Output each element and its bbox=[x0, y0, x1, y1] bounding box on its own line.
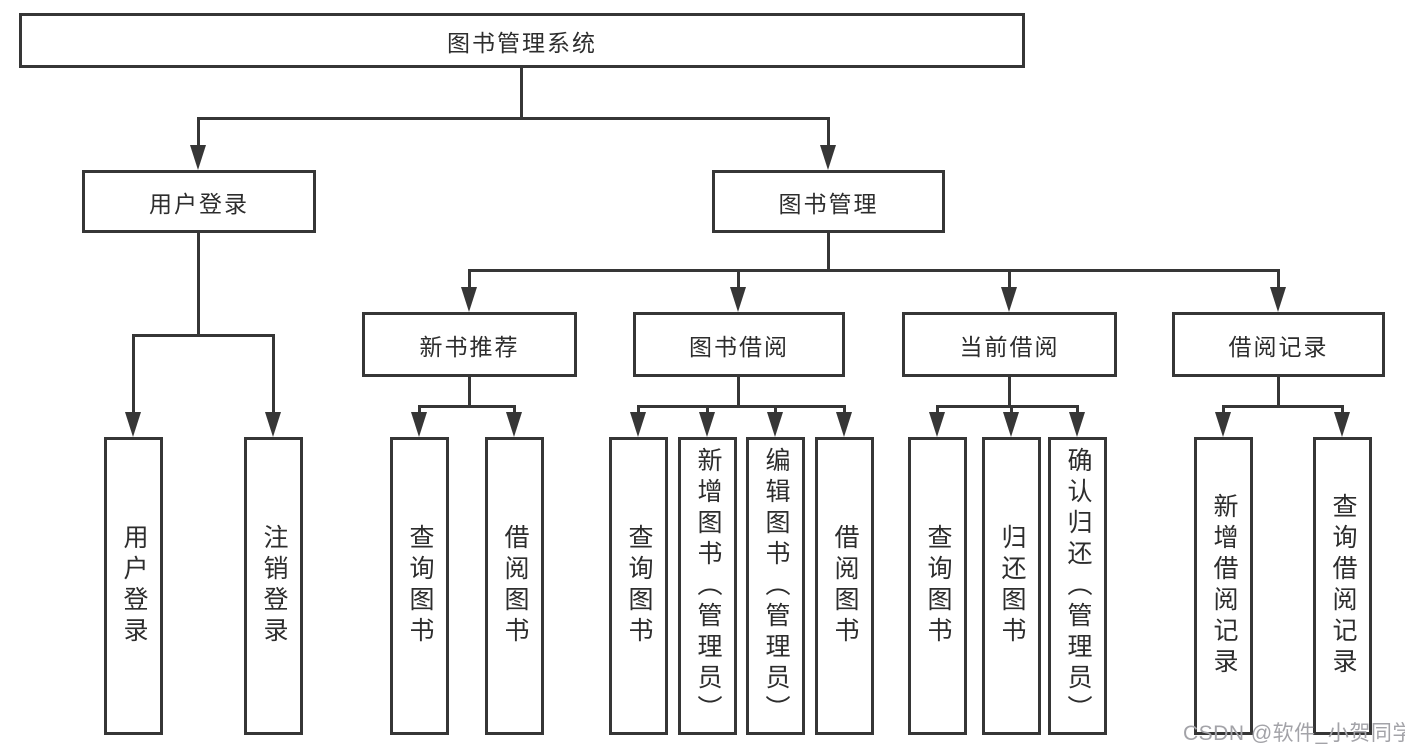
leaf-borrow-query-books: 查询图书 bbox=[609, 437, 668, 735]
connector-line bbox=[468, 269, 471, 289]
connector-line bbox=[737, 377, 740, 405]
node-borrow-records-label: 借阅记录 bbox=[1228, 333, 1329, 360]
leaf-newbook-borrow-books-label: 借阅图书 bbox=[501, 524, 529, 648]
connector-line bbox=[827, 117, 830, 146]
leaf-current-query-books: 查询图书 bbox=[908, 437, 967, 735]
leaf-borrow-add-book-admin-label: 新增图书（管理员） bbox=[694, 446, 722, 726]
arrow-down-icon bbox=[1001, 287, 1017, 312]
arrow-down-icon bbox=[699, 412, 715, 437]
node-borrow-records: 借阅记录 bbox=[1172, 312, 1385, 377]
node-current-borrow-label: 当前借阅 bbox=[959, 333, 1060, 360]
leaf-current-query-books-label: 查询图书 bbox=[924, 524, 952, 648]
node-new-book-recommend-label: 新书推荐 bbox=[419, 333, 520, 360]
connector-line bbox=[520, 68, 523, 117]
leaf-current-return-books: 归还图书 bbox=[982, 437, 1041, 735]
arrow-down-icon bbox=[461, 287, 477, 312]
leaf-newbook-borrow-books: 借阅图书 bbox=[485, 437, 544, 735]
arrow-down-icon bbox=[630, 412, 646, 437]
arrow-down-icon bbox=[767, 412, 783, 437]
arrow-down-icon bbox=[190, 145, 206, 170]
connector-line bbox=[132, 334, 135, 412]
leaf-records-add-record-label: 新增借阅记录 bbox=[1210, 493, 1238, 679]
connector-line bbox=[737, 269, 740, 289]
arrow-down-icon bbox=[411, 412, 427, 437]
connector-line bbox=[936, 405, 939, 414]
node-new-book-recommend: 新书推荐 bbox=[362, 312, 577, 377]
connector-line bbox=[272, 334, 275, 412]
leaf-current-return-books-label: 归还图书 bbox=[998, 524, 1026, 648]
node-book-management-label: 图书管理 bbox=[778, 190, 879, 217]
arrow-down-icon bbox=[506, 412, 522, 437]
arrow-down-icon bbox=[1270, 287, 1286, 312]
connector-line bbox=[1010, 405, 1013, 414]
connector-line bbox=[197, 117, 200, 146]
connector-line bbox=[468, 377, 471, 405]
connector-line bbox=[637, 405, 846, 408]
csdn-watermark: CSDN @软件_小贺同学 bbox=[1183, 722, 1405, 745]
leaf-user-login-label: 用户登录 bbox=[120, 524, 148, 648]
connector-line bbox=[843, 405, 846, 414]
leaf-newbook-query-books: 查询图书 bbox=[390, 437, 449, 735]
node-book-borrow: 图书借阅 bbox=[633, 312, 845, 377]
connector-line bbox=[132, 334, 275, 337]
connector-line bbox=[706, 405, 709, 414]
arrow-down-icon bbox=[1069, 412, 1085, 437]
connector-line bbox=[827, 233, 830, 269]
arrow-down-icon bbox=[929, 412, 945, 437]
arrow-down-icon bbox=[1334, 412, 1350, 437]
leaf-records-query-record: 查询借阅记录 bbox=[1313, 437, 1372, 735]
node-book-management: 图书管理 bbox=[712, 170, 945, 233]
connector-line bbox=[197, 117, 830, 120]
arrow-down-icon bbox=[730, 287, 746, 312]
arrow-down-icon bbox=[836, 412, 852, 437]
leaf-borrow-borrow-books-label: 借阅图书 bbox=[831, 524, 859, 648]
leaf-records-add-record: 新增借阅记录 bbox=[1194, 437, 1253, 735]
leaf-borrow-query-books-label: 查询图书 bbox=[625, 524, 653, 648]
connector-line bbox=[468, 269, 1280, 272]
leaf-user-login: 用户登录 bbox=[104, 437, 163, 735]
connector-line bbox=[1008, 269, 1011, 289]
connector-line bbox=[418, 405, 516, 408]
arrow-down-icon bbox=[1215, 412, 1231, 437]
connector-line bbox=[513, 405, 516, 414]
connector-line bbox=[774, 405, 777, 414]
connector-line bbox=[936, 405, 1079, 408]
leaf-logout-label: 注销登录 bbox=[260, 524, 288, 648]
leaf-current-confirm-return-admin: 确认归还（管理员） bbox=[1048, 437, 1107, 735]
leaf-newbook-query-books-label: 查询图书 bbox=[406, 524, 434, 648]
arrow-down-icon bbox=[265, 412, 281, 437]
connector-line bbox=[637, 405, 640, 414]
leaf-borrow-edit-book-admin-label: 编辑图书（管理员） bbox=[762, 446, 790, 726]
leaf-current-confirm-return-admin-label: 确认归还（管理员） bbox=[1064, 446, 1092, 726]
connector-line bbox=[1277, 377, 1280, 405]
leaf-borrow-add-book-admin: 新增图书（管理员） bbox=[678, 437, 737, 735]
node-user-login-label: 用户登录 bbox=[149, 190, 249, 217]
node-root: 图书管理系统 bbox=[19, 13, 1025, 68]
node-root-label: 图书管理系统 bbox=[447, 29, 597, 56]
connector-line bbox=[1222, 405, 1225, 414]
connector-line bbox=[1008, 377, 1011, 405]
leaf-borrow-edit-book-admin: 编辑图书（管理员） bbox=[746, 437, 805, 735]
connector-line bbox=[1277, 269, 1280, 289]
arrow-down-icon bbox=[125, 412, 141, 437]
connector-line bbox=[1341, 405, 1344, 414]
leaf-records-query-record-label: 查询借阅记录 bbox=[1329, 493, 1357, 679]
node-book-borrow-label: 图书借阅 bbox=[689, 333, 789, 360]
connector-line bbox=[197, 233, 200, 334]
connector-line bbox=[1076, 405, 1079, 414]
arrow-down-icon bbox=[820, 145, 836, 170]
node-user-login: 用户登录 bbox=[82, 170, 316, 233]
arrow-down-icon bbox=[1003, 412, 1019, 437]
connector-line bbox=[1222, 405, 1344, 408]
node-current-borrow: 当前借阅 bbox=[902, 312, 1117, 377]
connector-line bbox=[418, 405, 421, 414]
leaf-logout: 注销登录 bbox=[244, 437, 303, 735]
leaf-borrow-borrow-books: 借阅图书 bbox=[815, 437, 874, 735]
